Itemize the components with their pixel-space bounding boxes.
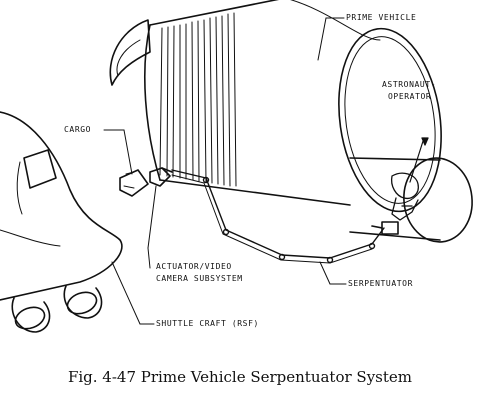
figure-caption: Fig. 4-47 Prime Vehicle Serpentuator Sys… — [67, 368, 413, 386]
label-actuator-line1: ACTUATOR/VIDEO — [156, 262, 232, 271]
serpentuator-mount — [371, 221, 399, 235]
prime-vehicle-nose-cone — [109, 19, 151, 86]
label-astronaut-operator-line1: ASTRONAUT- — [382, 80, 437, 89]
serpentuator-diagram — [0, 0, 473, 333]
label-prime-vehicle: PRIME VEHICLE — [346, 13, 417, 22]
cargo-package — [119, 169, 149, 197]
prime-vehicle-ribbed-band — [159, 12, 237, 187]
label-shuttle-craft: SHUTTLE CRAFT (RSF) — [156, 319, 259, 328]
serpentuator-arm — [171, 169, 385, 264]
leader-lines — [103, 17, 347, 325]
shuttle-engine-nozzles — [11, 285, 103, 333]
label-cargo: CARGO — [64, 125, 92, 134]
actuator-video-camera — [149, 167, 173, 187]
operator-module — [349, 157, 473, 243]
shuttle-craft — [0, 111, 123, 301]
prime-vehicle-body — [144, 0, 442, 213]
astronaut-operator-figure — [390, 137, 429, 221]
label-astronaut-operator-line2: OPERATOR — [388, 92, 432, 101]
label-actuator-line2: CAMERA SUBSYSTEM — [156, 274, 243, 283]
label-serpentuator: SERPENTUATOR — [348, 279, 413, 288]
